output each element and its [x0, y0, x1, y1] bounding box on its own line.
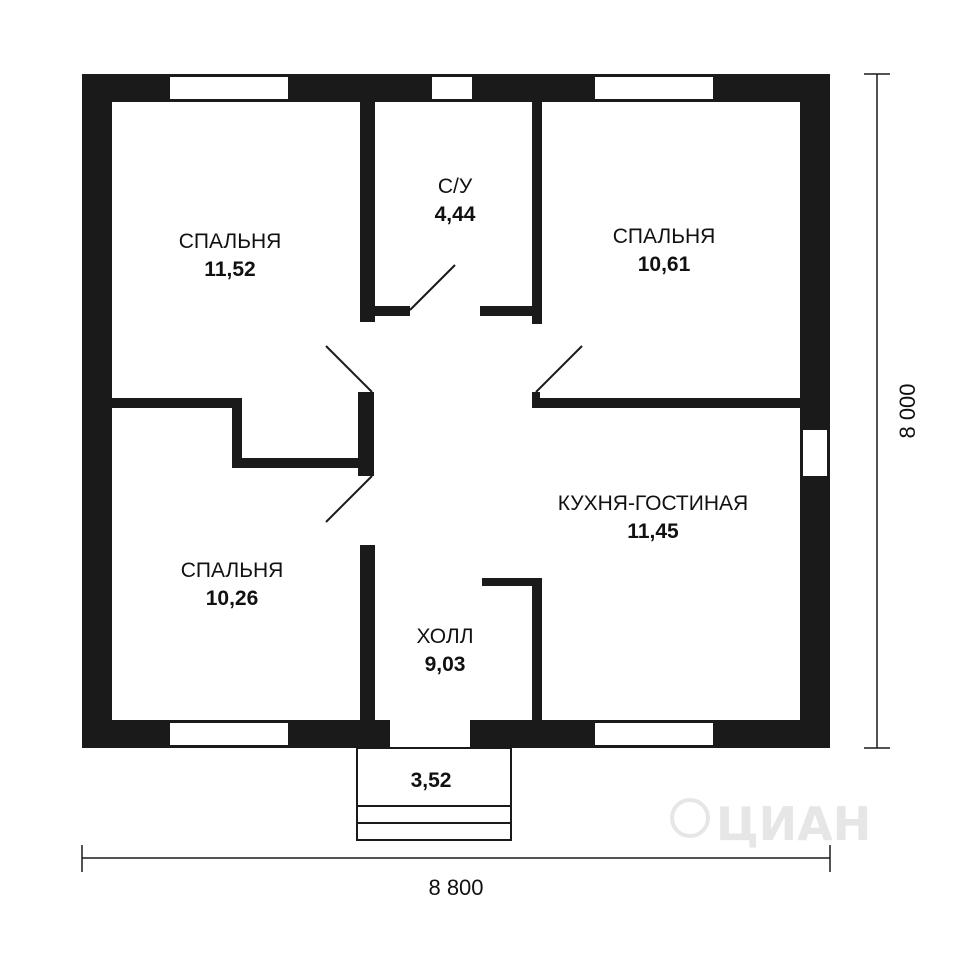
wall-bedroom-kitchen — [532, 398, 800, 408]
door-bedroom-top-left — [325, 345, 373, 393]
room-area-hall: 9,03 — [425, 653, 466, 676]
wall-bedrooms-divider — [112, 398, 242, 408]
window-bottom-left — [170, 723, 288, 745]
wall-bath-left — [360, 102, 375, 322]
porch — [356, 747, 512, 841]
window-bottom-right — [595, 723, 713, 745]
door-bedroom-top-right — [535, 345, 583, 393]
wall-hall-top — [482, 578, 542, 586]
dimension-width-label: 8 800 — [428, 875, 483, 900]
watermark-logo-icon — [670, 798, 710, 838]
interior-walls — [112, 102, 800, 720]
room-name-bedroom-top-left: СПАЛЬНЯ — [179, 230, 282, 253]
room-name-kitchen-living: КУХНЯ-ГОСТИНАЯ — [558, 492, 748, 515]
window-right — [803, 430, 827, 476]
wall-right — [800, 74, 830, 748]
room-name-bathroom: С/У — [438, 175, 473, 198]
room-area-bedroom-bottom-left: 10,26 — [206, 587, 259, 610]
wall-bath-bottom-right — [480, 306, 542, 316]
window-top-bath — [432, 77, 472, 99]
door-swings — [325, 264, 583, 523]
watermark-text: ЦИАН — [716, 797, 871, 851]
window-top-left — [170, 77, 288, 99]
room-name-bedroom-top-right: СПАЛЬНЯ — [613, 225, 716, 248]
room-area-bedroom-top-right: 10,61 — [638, 253, 691, 276]
room-area-porch: 3,52 — [411, 769, 452, 792]
door-bathroom — [409, 264, 456, 311]
room-area-bedroom-top-left: 11,52 — [204, 258, 255, 281]
window-top-right — [595, 77, 713, 99]
wall-hall-right — [532, 578, 542, 720]
wall-bath-bottom-left — [360, 306, 410, 316]
wall-left — [82, 74, 112, 748]
room-name-bedroom-bottom-left: СПАЛЬНЯ — [181, 559, 284, 582]
wall-bath-right — [532, 102, 542, 324]
dimension-height-label: 8 000 — [895, 383, 920, 438]
room-area-bathroom: 4,44 — [435, 203, 476, 226]
wall-closet-side — [232, 398, 242, 466]
dimension-width: 8 800 — [81, 845, 831, 900]
door-bedroom-bottom-left — [325, 475, 373, 523]
room-area-kitchen-living: 11,45 — [627, 520, 679, 543]
dimension-height: 8 000 — [864, 73, 920, 749]
wall-corridor-left — [358, 392, 374, 476]
room-labels: СПАЛЬНЯ 11,52 С/У 4,44 СПАЛЬНЯ 10,61 СПА… — [179, 175, 749, 792]
porch-outline — [356, 747, 512, 841]
windows — [170, 77, 827, 745]
room-name-hall: ХОЛЛ — [417, 625, 474, 648]
watermark: ЦИАН — [670, 797, 871, 851]
wall-hall-left — [360, 545, 375, 720]
wall-closet-bottom — [232, 458, 374, 468]
